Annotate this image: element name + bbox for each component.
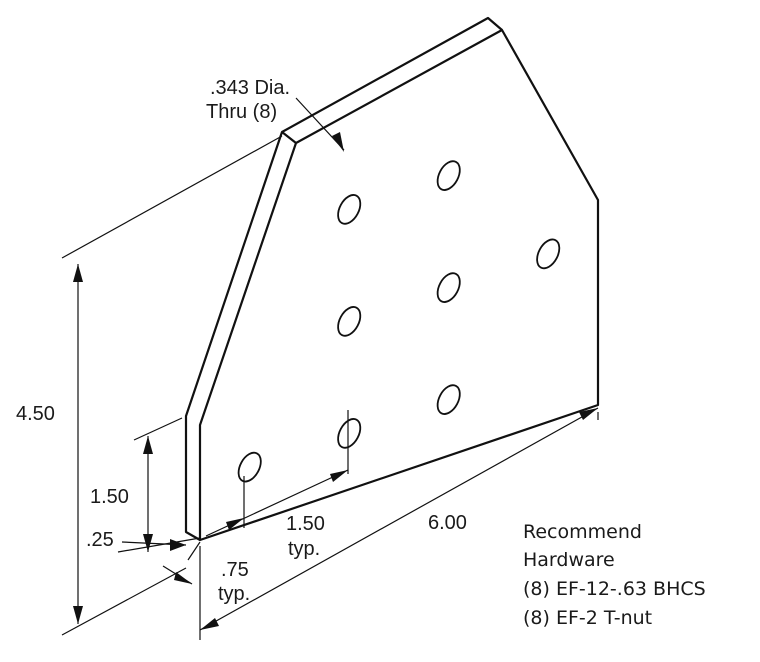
hole-8 <box>436 160 461 191</box>
hole-6 <box>536 238 561 270</box>
hardware-item-bhcs: (8) EF-12-.63 BHCS <box>523 578 706 600</box>
hole-4 <box>337 306 362 337</box>
edge-offset-typ-label: typ. <box>218 583 250 605</box>
hardware-heading-line2: Hardware <box>523 549 615 571</box>
hole-2 <box>337 418 362 449</box>
width-dim-label: 6.00 <box>428 512 467 534</box>
spacing-dim-label: 1.50 <box>286 513 325 535</box>
height-arrow-bottom <box>73 606 83 624</box>
plate-front-face <box>198 28 600 542</box>
thickness-ext-bottom <box>117 537 201 553</box>
hole-spec-line2: Thru (8) <box>206 101 277 123</box>
height-ext-top <box>61 135 283 259</box>
plate-top-back-edge <box>281 16 503 133</box>
thickness-dim-label: .25 <box>86 529 114 551</box>
spacing-arrow-1 <box>226 518 244 530</box>
row-height-dim-label: 1.50 <box>90 486 129 508</box>
spacing-typ-label: typ. <box>288 538 320 560</box>
height-arrow-top <box>73 264 83 282</box>
row-height-arrow-top <box>143 436 153 454</box>
hole-spec-line1: .343 Dia. <box>210 77 290 99</box>
hole-1 <box>237 451 262 483</box>
edge-offset-dim-label: .75 <box>221 559 249 581</box>
hardware-item-tnut: (8) EF-2 T-nut <box>523 607 652 629</box>
hole-callout-arrow <box>332 132 344 152</box>
row-height-ext <box>133 417 183 441</box>
hole-5 <box>436 272 461 303</box>
spacing-arrow-2 <box>330 470 348 482</box>
mounting-holes <box>237 160 561 483</box>
hole-7 <box>337 194 362 225</box>
width-arrow-left <box>200 618 219 630</box>
width-dim-line <box>199 407 599 631</box>
edge-offset-arrow <box>174 572 192 584</box>
height-ext-bottom <box>61 567 187 636</box>
hardware-heading-line1: Recommend <box>523 521 642 543</box>
spacing-dim-line <box>205 469 349 537</box>
edge-offset-ext-2 <box>187 541 201 561</box>
width-arrow-right <box>579 408 598 420</box>
height-dim-label: 4.50 <box>16 403 55 425</box>
hole-3 <box>436 384 461 415</box>
plate-thickness-edge <box>184 130 297 541</box>
